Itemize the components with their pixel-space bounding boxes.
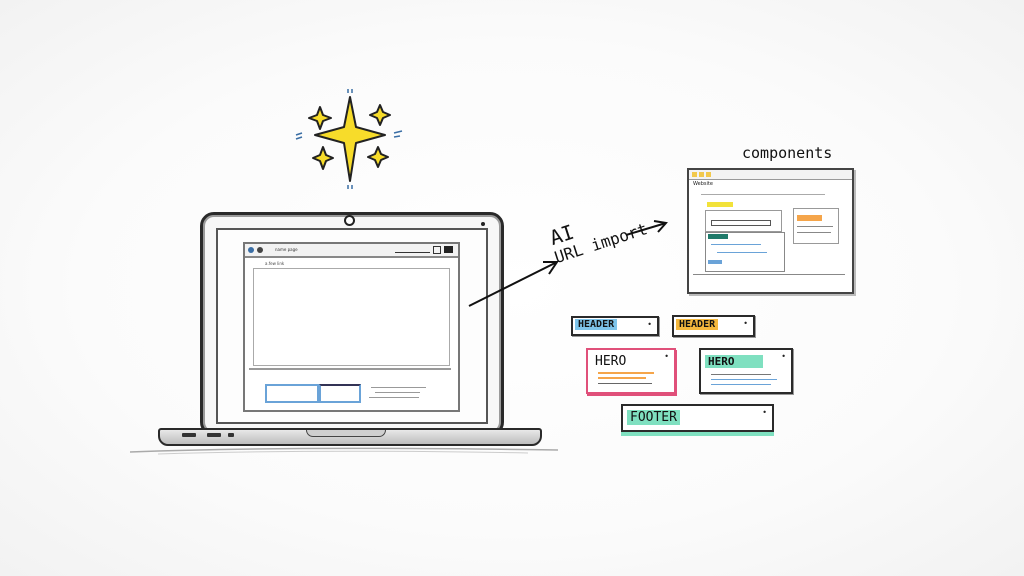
window-control-icon [699, 172, 704, 177]
arrow-icon [468, 261, 559, 307]
text-line [711, 374, 771, 375]
port-icon [207, 433, 221, 437]
browser-logo-icon [248, 247, 254, 253]
hero-card[interactable]: HERO • [586, 348, 676, 394]
window-control-icon [692, 172, 697, 177]
header-card-alt-label: HEADER [676, 319, 719, 330]
webcam-icon [344, 215, 355, 226]
header-card-label: HEADER [575, 319, 618, 330]
ground-shadow [129, 447, 559, 455]
components-window: Website [687, 168, 854, 294]
window-control-icon [706, 172, 711, 177]
window-title: Website [693, 181, 713, 187]
sidebar-tag [797, 215, 822, 221]
text-line [711, 379, 777, 380]
text-line [598, 377, 646, 379]
card-options-icon: • [781, 352, 787, 361]
browser-title: name page [275, 247, 298, 252]
sidebar-component [793, 208, 839, 244]
header-card[interactable]: HEADER • [571, 316, 659, 336]
port-icon [182, 433, 196, 437]
components-label: components [742, 144, 833, 162]
text-line [711, 244, 761, 245]
footer-card-label: FOOTER [627, 410, 680, 425]
port-icon [228, 433, 234, 437]
hero-tag [708, 234, 728, 239]
url-text: a.few link [265, 261, 285, 266]
text-line [598, 372, 654, 374]
laptop-base [158, 428, 542, 446]
card-options-icon: • [762, 408, 768, 417]
indicator-light [481, 222, 485, 226]
user-icon [257, 247, 263, 253]
hero-card-alt[interactable]: HERO • [699, 348, 793, 394]
browser-toolbar: name page [245, 244, 458, 258]
arrow-icon [625, 220, 668, 236]
sparkle-icon [295, 89, 403, 189]
footer-line [693, 274, 845, 275]
hero-card-label: HERO [595, 354, 627, 369]
text-line [797, 226, 833, 227]
header-component [707, 202, 733, 207]
secondary-button[interactable] [319, 384, 361, 403]
folder-icon [433, 246, 441, 254]
nav-line [701, 194, 825, 195]
hero-card-alt-label: HERO [705, 355, 763, 368]
primary-button[interactable] [265, 384, 319, 403]
input-box [711, 220, 771, 226]
text-line [711, 384, 771, 385]
hero-component [705, 232, 785, 272]
laptop-notch [306, 430, 386, 437]
text-line [375, 392, 420, 393]
divider [249, 368, 451, 370]
text-line [797, 232, 831, 233]
footer-card[interactable]: FOOTER • [621, 404, 774, 432]
laptop-browser-window: name page a.few link [243, 242, 460, 412]
section-box [705, 210, 782, 232]
text-line [598, 383, 652, 384]
window-titlebar [689, 170, 852, 180]
text-line [369, 397, 419, 398]
header-card-alt[interactable]: HEADER • [672, 315, 755, 337]
text-line [717, 252, 767, 253]
footer-tag [708, 260, 722, 264]
card-options-icon: • [743, 319, 749, 328]
address-line [395, 252, 430, 253]
card-options-icon: • [664, 352, 670, 361]
card-options-icon: • [647, 320, 653, 329]
content-area [253, 268, 450, 366]
menu-icon [444, 246, 453, 253]
text-line [371, 387, 426, 388]
